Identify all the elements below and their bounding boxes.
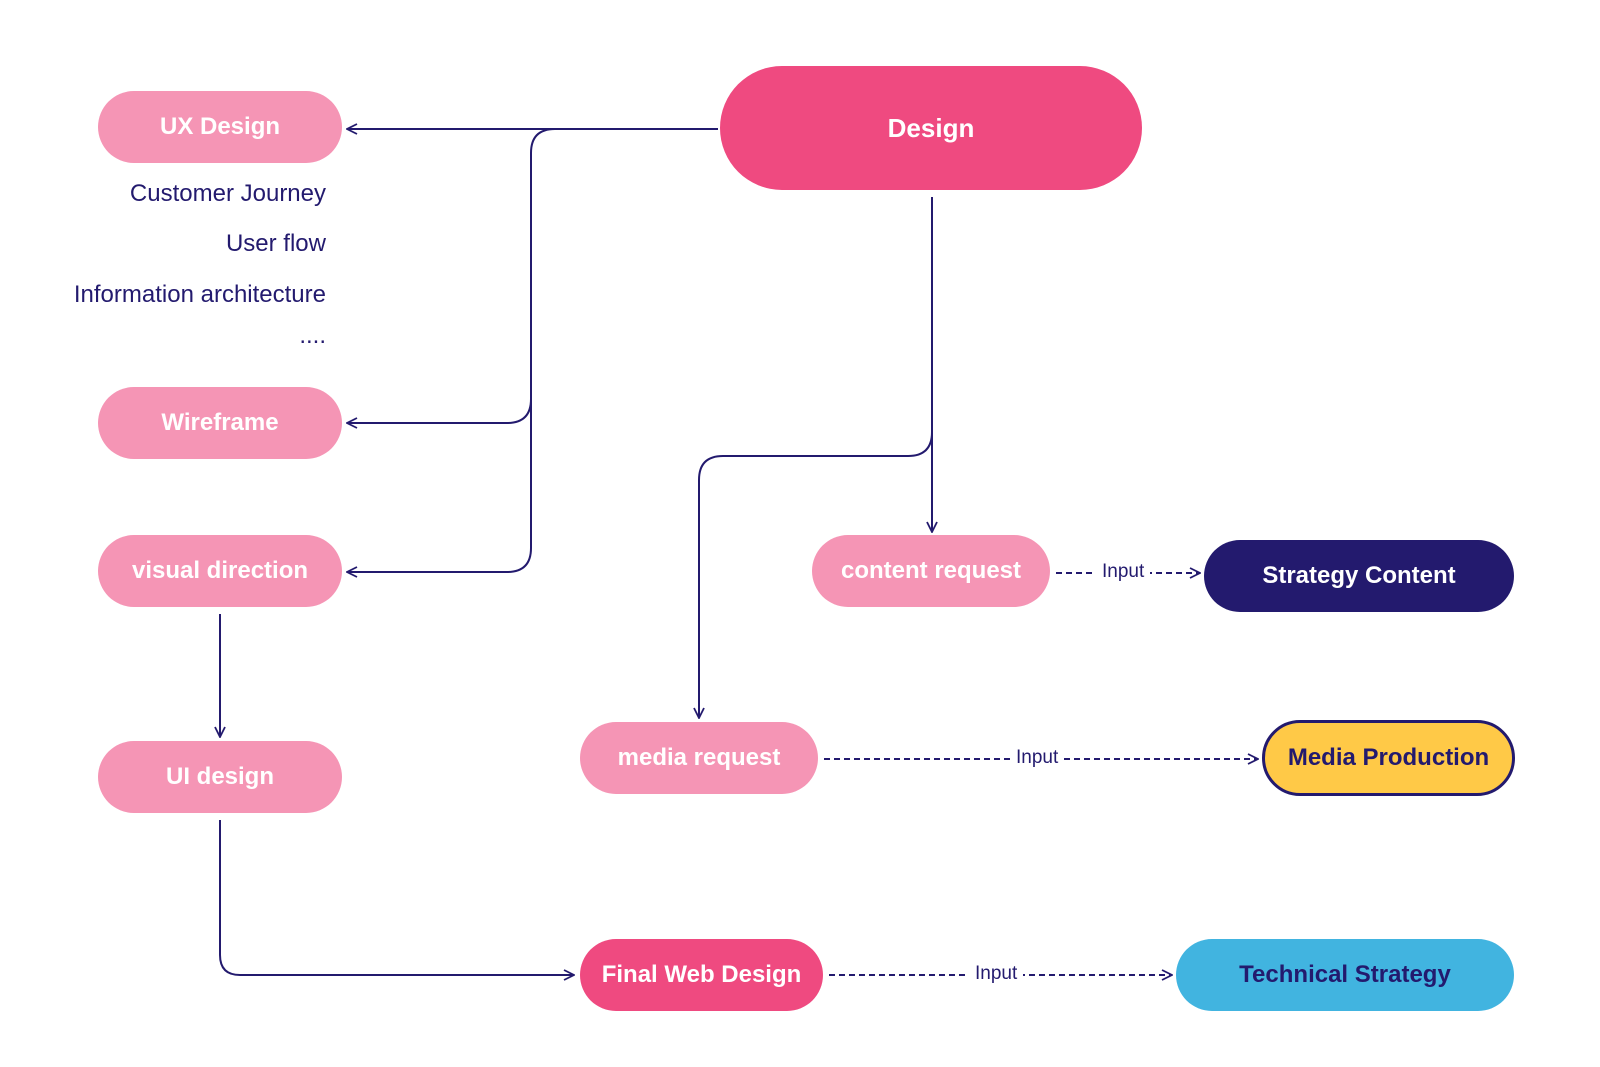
node-ux-design[interactable]: UX Design — [98, 91, 342, 163]
note-ellipsis: .... — [299, 322, 326, 349]
edge-label-content-input: Input — [1096, 561, 1151, 583]
note-customer-journey: Customer Journey — [129, 180, 326, 207]
note-user-flow: User flow — [225, 230, 326, 257]
node-design[interactable]: Design — [720, 66, 1142, 190]
edge-design-to-visual — [347, 399, 532, 572]
edge-label-media-input: Input — [1010, 747, 1065, 769]
edge-design-to-media — [699, 431, 933, 718]
node-ui-design[interactable]: UI design — [98, 741, 342, 813]
node-wireframe[interactable]: Wireframe — [98, 387, 342, 459]
node-final-web-design[interactable]: Final Web Design — [580, 939, 823, 1011]
node-technical-strategy[interactable]: Technical Strategy — [1176, 939, 1514, 1011]
edge-label-final-input: Input — [969, 963, 1024, 985]
edge-ui-to-final — [219, 820, 574, 975]
note-information-architecture: Information architecture — [73, 281, 326, 308]
node-strategy-content[interactable]: Strategy Content — [1204, 540, 1514, 612]
node-media-request[interactable]: media request — [580, 722, 818, 794]
node-content-request[interactable]: content request — [812, 535, 1050, 607]
node-visual-direction[interactable]: visual direction — [98, 535, 342, 607]
edge-design-to-wireframe — [347, 128, 556, 423]
node-media-production[interactable]: Media Production — [1262, 720, 1515, 796]
